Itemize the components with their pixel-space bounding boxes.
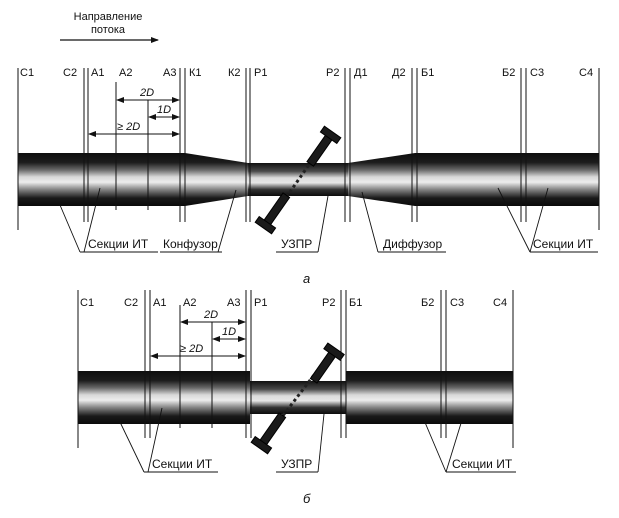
- callout-b-uzpr: УЗПР: [281, 457, 312, 471]
- transducer-bottom-b: [250, 412, 287, 455]
- ultrasonic-transducers-a: [254, 125, 342, 235]
- label-b-a2: А2: [183, 297, 196, 309]
- label-b-a1: А1: [153, 297, 166, 309]
- transducer-bottom: [254, 192, 291, 235]
- dim-ge2d-b: ≥ 2D: [180, 343, 203, 355]
- diffuser-body: [348, 153, 415, 206]
- callouts-a: Секции ИТ Конфузор УЗПР Диффузор Секции …: [88, 237, 594, 251]
- dim-1d: 1D: [157, 104, 171, 116]
- section-labels-b: С1 С2 А1 А2 А3 Р1 Р2 Б1 Б2 С3 С4: [80, 297, 507, 309]
- dim-2d: 2D: [139, 87, 154, 99]
- label-c2: С2: [63, 67, 77, 79]
- label-a1: А1: [91, 67, 104, 79]
- dim-2d-b: 2D: [203, 309, 218, 321]
- label-d2: Д2: [392, 67, 406, 79]
- label-b-p1: Р1: [254, 297, 267, 309]
- diagram-a-pipe: [18, 153, 599, 206]
- callout-konfuzor: Конфузор: [163, 237, 218, 251]
- label-b-p2: Р2: [322, 297, 335, 309]
- label-k2: К2: [228, 67, 241, 79]
- callout-sections-it-left: Секции ИТ: [88, 237, 149, 251]
- meter-body: [248, 163, 348, 196]
- label-b-c1: С1: [80, 297, 94, 309]
- caption-b: б: [303, 491, 311, 506]
- pipe-segment-outlet: [415, 153, 599, 206]
- label-a3: А3: [163, 67, 176, 79]
- section-lines-a: [17, 68, 600, 230]
- transducer-top: [306, 125, 342, 167]
- label-k1: К1: [189, 67, 202, 79]
- label-c3: С3: [530, 67, 544, 79]
- pipe-segment-inlet-b: [78, 371, 250, 424]
- label-p2: Р2: [326, 67, 339, 79]
- label-b2: Б2: [502, 67, 515, 79]
- callout-leaders-a: [59, 187, 598, 253]
- dim-1d-b: 1D: [222, 326, 236, 338]
- callout-uzpr: УЗПР: [281, 237, 312, 251]
- flow-label-line2: потока: [91, 24, 126, 36]
- label-b-c3: С3: [450, 297, 464, 309]
- callout-b-sections-it-right: Секции ИТ: [452, 457, 513, 471]
- label-c1: С1: [20, 67, 34, 79]
- section-labels-a: С1 С2 А1 А2 А3 К1 К2 Р1 Р2 Д1 Д2 Б1 Б2 С…: [20, 67, 593, 79]
- label-b-a3: А3: [227, 297, 240, 309]
- confuser-body: [185, 153, 248, 206]
- label-c4: С4: [579, 67, 593, 79]
- callout-sections-it-right: Секции ИТ: [533, 237, 594, 251]
- section-lines-b: [77, 290, 514, 448]
- label-b-b2: Б2: [421, 297, 434, 309]
- caption-a: а: [303, 271, 310, 286]
- dimensions-a: 2D 1D ≥ 2D: [88, 87, 180, 137]
- diagram-b: С1 С2 А1 А2 А3 Р1 Р2 Б1 Б2 С3 С4 2D 1D ≥…: [77, 290, 516, 506]
- meter-body-b: [250, 381, 346, 414]
- dimensions-b: 2D 1D ≥ 2D: [150, 309, 246, 359]
- pipe-segment-inlet: [18, 153, 185, 206]
- callout-diffuzor: Диффузор: [383, 237, 442, 251]
- label-b-c4: С4: [493, 297, 507, 309]
- callout-b-sections-it-left: Секции ИТ: [152, 457, 213, 471]
- label-b1: Б1: [421, 67, 434, 79]
- label-b-b1: Б1: [349, 297, 362, 309]
- flow-label-line1: Направление: [74, 11, 143, 23]
- label-p1: Р1: [254, 67, 267, 79]
- label-d1: Д1: [354, 67, 368, 79]
- label-a2: А2: [119, 67, 132, 79]
- dim-ge2d: ≥ 2D: [117, 121, 140, 133]
- callout-leaders-b: [119, 407, 516, 473]
- label-b-c2: С2: [124, 297, 138, 309]
- ultrasonic-transducers-b: [250, 342, 345, 455]
- transducer-top-b: [309, 342, 345, 384]
- flow-direction: Направление потока: [60, 11, 159, 43]
- diagram-a: С1 С2 А1 А2 А3 К1 К2 Р1 Р2 Д1 Д2 Б1 Б2 С…: [17, 67, 600, 286]
- pipe-segment-outlet-b: [346, 371, 513, 424]
- diagram-b-pipe: [78, 371, 513, 424]
- callouts-b: Секции ИТ УЗПР Секции ИТ: [152, 457, 513, 471]
